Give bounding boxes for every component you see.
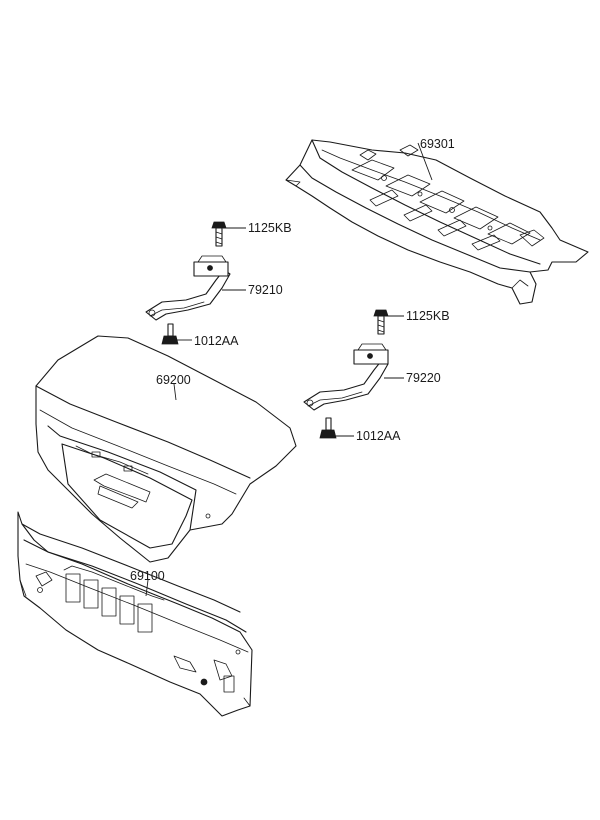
bolt-right-hinge-bottom [319, 417, 337, 439]
label-79210: 79210 [248, 283, 283, 297]
trunk-lid-part [35, 335, 297, 563]
leader-69301 [417, 142, 433, 181]
bolt-right-hinge-top [373, 309, 389, 335]
bolt-left-hinge-top [211, 221, 227, 247]
rear-package-tray-part [285, 139, 589, 305]
label-69301: 69301 [420, 137, 455, 151]
label-69200: 69200 [156, 373, 191, 387]
label-1125kb-left: 1125KB [248, 221, 292, 235]
label-1125kb-right: 1125KB [406, 309, 450, 323]
leader-69100 [145, 579, 149, 597]
rear-panel-part [17, 511, 253, 717]
bolt-left-hinge-bottom [161, 323, 179, 345]
label-1012aa-left: 1012AA [194, 334, 239, 348]
label-69100: 69100 [130, 569, 165, 583]
leader-69200 [173, 383, 177, 401]
right-hinge-part [303, 343, 389, 411]
label-79220: 79220 [406, 371, 441, 385]
label-1012aa-right: 1012AA [356, 429, 401, 443]
left-hinge-part [145, 255, 231, 321]
